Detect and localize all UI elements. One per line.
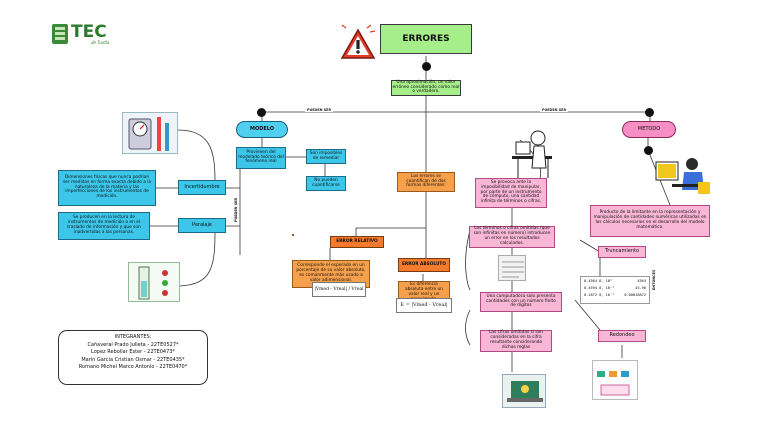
redondeo-image — [592, 360, 638, 400]
link-label-left: PUEDEN SER — [305, 108, 334, 112]
metodo-node: METODO — [622, 121, 676, 138]
integrantes-box: INTEGRANTES: Cañaveral Prado Julieta - 2… — [58, 330, 208, 385]
connector-node — [644, 146, 653, 155]
logo-subtitle: de Tuxtla — [91, 40, 110, 45]
truncamiento-node: Truncamiento — [598, 246, 646, 258]
error-relativo-node: ERROR RELATIVO — [330, 236, 384, 248]
title-box: ERRORES — [380, 24, 472, 54]
link-label-right: PUEDEN SER — [540, 108, 569, 112]
incertidumbre-desc: Dimensiones físicas que nunca podrían se… — [58, 170, 156, 206]
terminos-image — [498, 255, 526, 281]
modelo-node: MODELO — [236, 121, 288, 138]
person-desk-illustration — [652, 152, 714, 204]
integrante-item: Lopez Rebollar Ester - 22TE0473* — [91, 349, 175, 355]
redondeo-node: Redondeo — [598, 330, 646, 342]
warning-icon — [340, 24, 376, 64]
integrante-item: Romano Michel Marco Antonio - 22TE0470* — [78, 364, 188, 370]
tec-logo: TEC de Tuxtla — [52, 22, 122, 47]
metodo-omitidas: Las cifras omitidas si son consideradas … — [480, 330, 552, 352]
connector-node — [645, 108, 654, 117]
cuantificacion-intro: Los errores se cuantifican de dos formas… — [397, 172, 455, 192]
metodo-desc: Producto de la limitante en la represent… — [590, 205, 710, 237]
error-absoluto-node: ERROR ABSOLUTO — [398, 258, 450, 272]
incertidumbre-node: Incertidumbre — [178, 180, 226, 195]
scale-image — [122, 112, 178, 154]
logo-text: TEC — [71, 22, 107, 42]
error-absoluto-formula: E = |Vmed - Vreal| — [396, 298, 452, 313]
connector-node — [422, 62, 431, 71]
metodo-provoca: Se provoca ante la imposibilidad de mani… — [475, 178, 547, 208]
person-computer-illustration — [508, 128, 556, 180]
link-label-vertical: PUEDEN SER — [234, 197, 238, 222]
metodo-computadora: Una computadora solo presenta cantidades… — [480, 292, 562, 312]
logo-emblem — [52, 24, 68, 44]
parallax-image — [128, 262, 180, 302]
link-label-entonces: ENTONCES — [652, 269, 656, 290]
error-relativo-formula: |Vmed - Vreal| / Vreal — [312, 282, 366, 297]
paralaje-desc: Se producen en la lectura de instrumento… — [58, 212, 150, 240]
connector-node — [257, 108, 266, 117]
modelo-origen: Provienen del modelado teórico del fenóm… — [236, 147, 286, 169]
modelo-remediar: Son imposibles de remediar — [306, 149, 346, 164]
definition-box: Una aproximación, un valor erróneo consi… — [391, 79, 461, 96]
laptop-image — [502, 374, 546, 408]
integrantes-title: INTEGRANTES: — [114, 334, 152, 340]
integrante-item: Cañaveral Prado Julieta - 22TE0527* — [87, 341, 179, 348]
metodo-terminos: Los términos o cifras omitidas (que son … — [469, 226, 555, 248]
paralaje-node: Paralaje — [178, 218, 226, 233]
modelo-cuantificar: No pueden cuantificarse — [306, 176, 346, 191]
integrante-item: Marín Garcia Cristian Osmar - 22TE0435* — [81, 356, 185, 363]
